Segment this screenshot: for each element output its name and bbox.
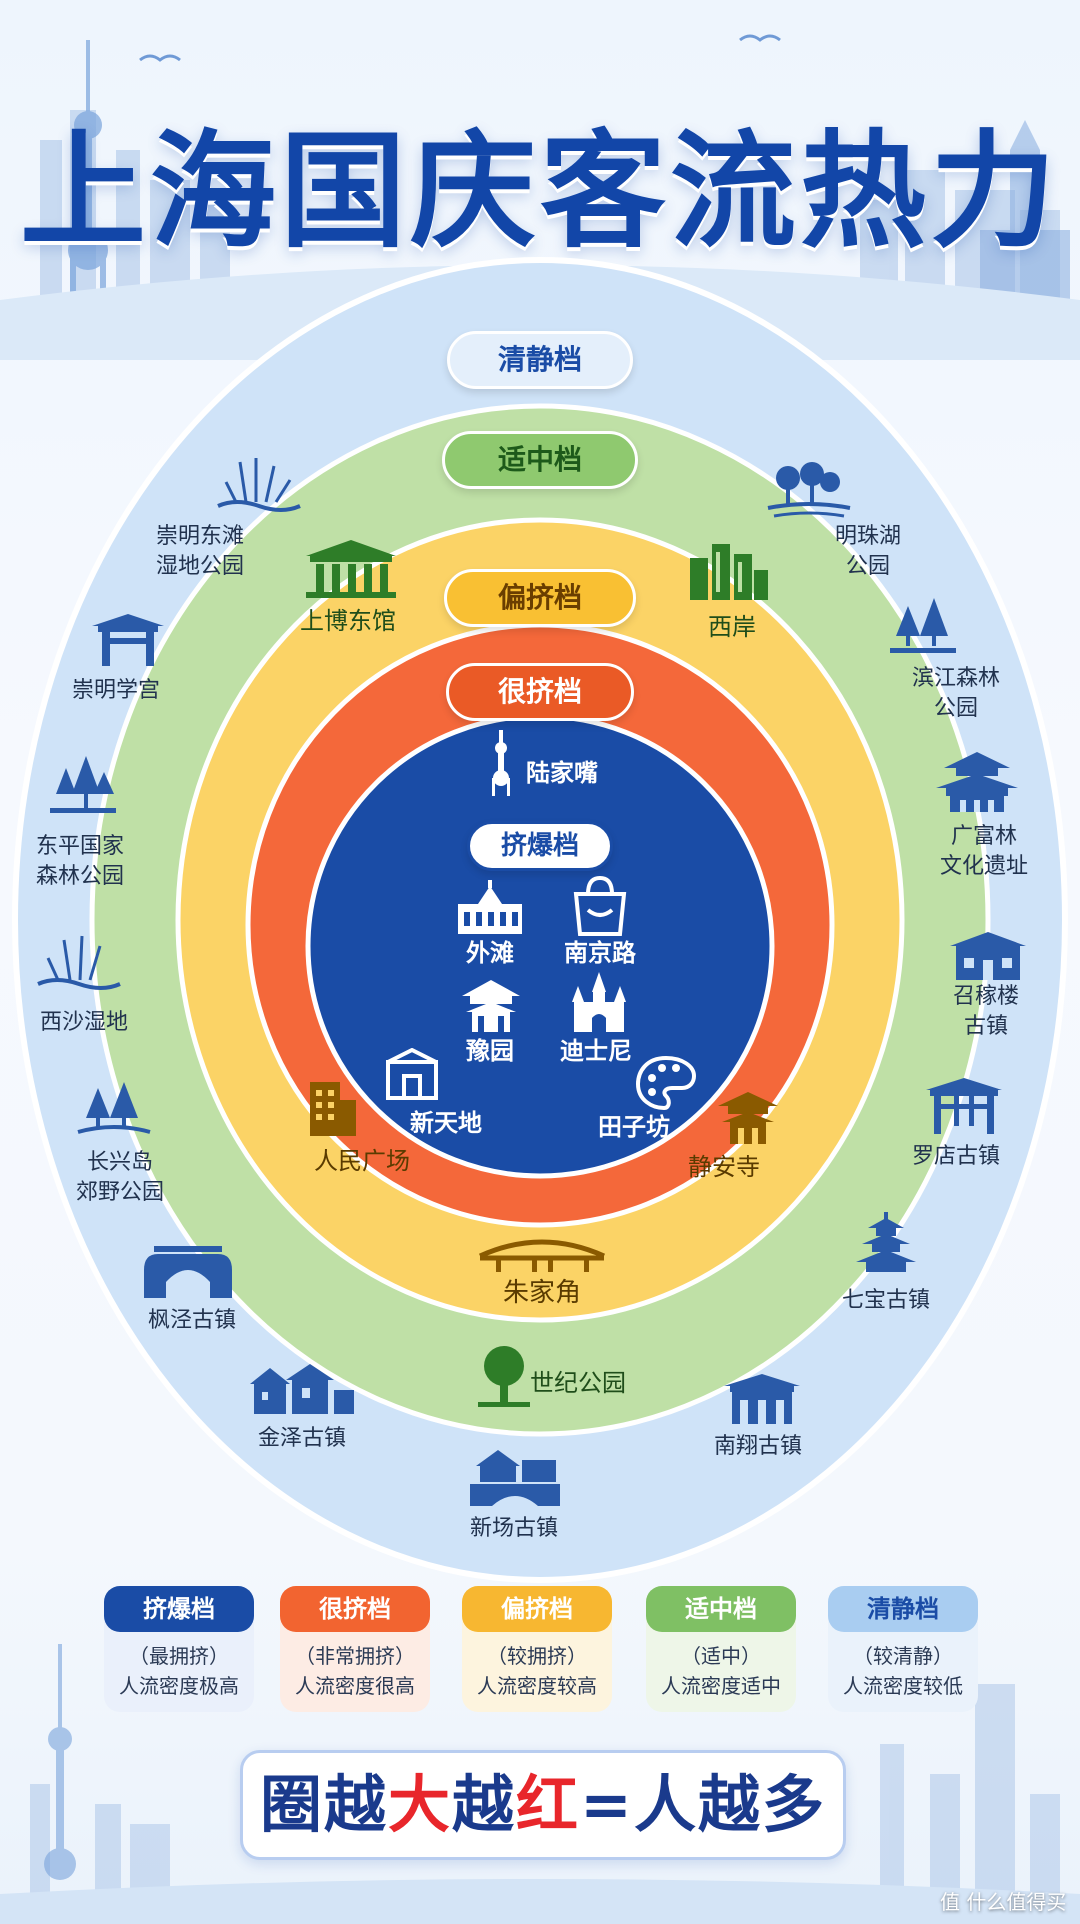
tree-icon [478, 1346, 530, 1407]
legend-item-level: （较清静） [853, 1644, 953, 1668]
tier-pill-quiet: 清静档 [447, 331, 633, 389]
reed-wetland-icon [217, 458, 301, 512]
place-jinze-town: 金泽古镇 [257, 1426, 347, 1451]
ancient-gate-icon [724, 1374, 800, 1424]
slogan-part: =人越多 [580, 1768, 826, 1841]
legend-item-packed: 挤爆档 （最拥挤） 人流密度极高 [104, 1586, 254, 1712]
place-yuyuan: 豫园 [466, 1037, 514, 1065]
legend-item-quiet: 清静档 （较清静） 人流密度较低 [828, 1586, 978, 1712]
place-xisha-wetland: 西沙湿地 [39, 1010, 129, 1035]
museum-icon [306, 540, 396, 598]
place-fengjing-town: 枫泾古镇 [147, 1308, 237, 1333]
pavilion-icon [462, 980, 520, 1032]
water-town-bridge-icon [470, 1450, 560, 1506]
bund-icon [458, 880, 522, 934]
legend-item-desc: 人流密度很高 [295, 1674, 415, 1698]
water-town-icon [250, 1364, 354, 1414]
old-street-icon [950, 932, 1026, 980]
legend-item-desc: 人流密度极高 [119, 1674, 239, 1698]
lake-trees-icon [767, 462, 851, 518]
slogan-banner: 圈越大越红=人越多 [240, 1750, 846, 1860]
place-disney: 迪士尼 [560, 1037, 632, 1065]
place-nanjing-road: 南京路 [564, 939, 636, 967]
pagoda-hall-icon [936, 752, 1018, 812]
gate-icon [92, 614, 164, 666]
shikumen-icon [386, 1048, 438, 1100]
legend-item-level: （最拥挤） [129, 1644, 229, 1668]
legend-item-name: 挤爆档 [104, 1586, 254, 1632]
place-waitan: 外滩 [466, 939, 514, 967]
office-building-icon [310, 1082, 356, 1136]
place-mingzhu-lake: 明珠湖 公园 [834, 524, 902, 579]
tier-pill-moderate: 适中档 [442, 431, 638, 489]
watermark: 值 什么值得买 [940, 1890, 1067, 1914]
slogan-part: 圈越 [259, 1768, 388, 1841]
place-west-bund: 西岸 [708, 613, 756, 641]
reed-wetland-icon [37, 935, 121, 990]
place-chongming-xuegong: 崇明学宫 [71, 678, 161, 703]
legend-item-busy: 偏挤档 （较拥挤） 人流密度较高 [462, 1586, 612, 1712]
place-chongming-dongtan: 崇明东滩 湿地公园 [155, 524, 245, 579]
place-tianzifang: 田子坊 [598, 1113, 670, 1141]
place-lujiazui: 陆家嘴 [526, 759, 598, 787]
place-century-park: 世纪公园 [530, 1369, 626, 1397]
place-xintiandi: 新天地 [410, 1109, 482, 1137]
legend-item-name: 清静档 [828, 1586, 978, 1632]
place-xinchang-town: 新场古镇 [469, 1516, 559, 1541]
tier-pill-crowded: 很挤档 [446, 663, 634, 721]
arch-bridge-icon [144, 1246, 232, 1298]
paifang-gate-icon [926, 1078, 1002, 1134]
place-qibao-town: 七宝古镇 [841, 1288, 931, 1313]
legend-item-name: 偏挤档 [462, 1586, 612, 1632]
bridge-icon [478, 1239, 606, 1272]
legend-item-crowded: 很挤档 （非常拥挤） 人流密度很高 [280, 1586, 430, 1712]
pagoda-icon [856, 1212, 916, 1272]
slogan-part: 越 [452, 1768, 517, 1841]
place-changxing-island: 长兴岛 郊野公园 [75, 1150, 165, 1205]
place-guangfulin: 广富林 文化遗址 [939, 824, 1029, 879]
place-luodian-town: 罗店古镇 [911, 1144, 1001, 1169]
shopping-bag-icon [573, 876, 627, 936]
legend-item-name: 很挤档 [280, 1586, 430, 1632]
legend-item-level: （适中） [681, 1644, 761, 1668]
slogan-part-red: 大 [388, 1768, 453, 1841]
place-zhujiajiao: 朱家角 [502, 1278, 582, 1308]
place-nanxiang-town: 南翔古镇 [713, 1434, 803, 1459]
legend-item-desc: 人流密度较低 [843, 1674, 963, 1698]
place-binjiang-forest: 滨江森林 公园 [911, 666, 1001, 721]
place-jingan-temple: 静安寺 [688, 1153, 760, 1181]
west-bund-buildings-icon [690, 544, 768, 600]
tier-pill-busy: 偏挤档 [444, 569, 636, 627]
forest-icon [50, 756, 116, 813]
temple-icon [718, 1092, 778, 1144]
pearl-tower-icon [44, 1644, 76, 1880]
legend-item-level: （较拥挤） [487, 1644, 587, 1668]
legend-item-desc: 人流密度较高 [477, 1674, 597, 1698]
skyline-bottom [0, 1644, 1080, 1924]
tier-pill-packed: 挤爆档 [467, 821, 613, 871]
slogan-part-red: 红 [516, 1768, 581, 1841]
castle-icon [572, 972, 626, 1032]
pearl-tower-icon [492, 730, 510, 796]
legend-item-name: 适中档 [646, 1586, 796, 1632]
customs-house-icon [980, 120, 1070, 300]
legend-item-level: （非常拥挤） [295, 1644, 415, 1668]
legend-item-moderate: 适中档 （适中） 人流密度适中 [646, 1586, 796, 1712]
park-trees-icon [77, 1082, 151, 1134]
place-dongping-forest: 东平国家 森林公园 [35, 834, 125, 889]
place-shanghai-museum-east: 上博东馆 [300, 607, 396, 635]
place-peoples-square: 人民广场 [314, 1147, 410, 1175]
legend-item-desc: 人流密度适中 [661, 1674, 781, 1698]
palette-icon [636, 1056, 696, 1110]
place-zhaojialou: 召稼楼 古镇 [952, 984, 1020, 1039]
pearl-tower-icon [68, 40, 108, 300]
forest-icon [890, 598, 956, 653]
